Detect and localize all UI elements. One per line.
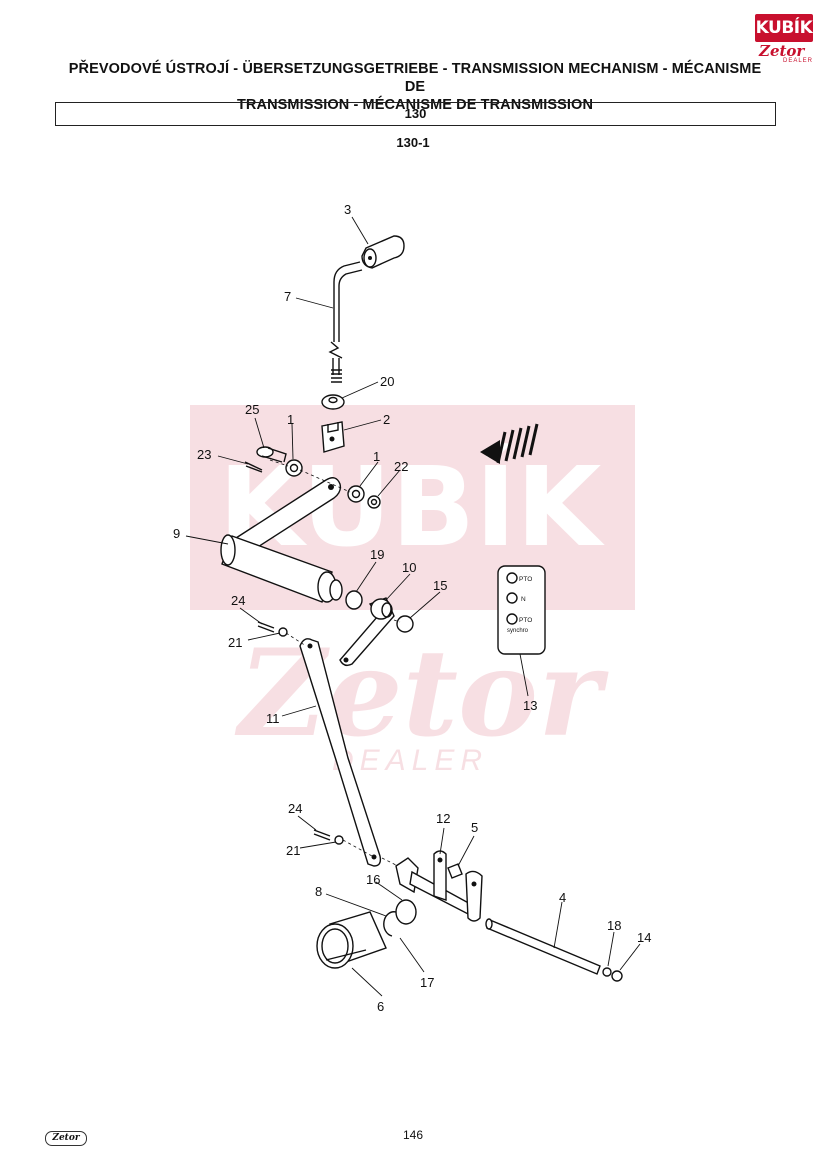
direction-arrow-icon xyxy=(480,423,539,464)
title-line-2: TRANSMISSION - MÉCANISME DE TRANSMISSION xyxy=(236,97,594,113)
kubik-logo-text: KUBÍK xyxy=(755,18,813,38)
callout-25: 25 xyxy=(245,402,259,417)
part-7-lever xyxy=(328,261,363,383)
part-18-washer xyxy=(602,967,612,977)
part-22-washer xyxy=(367,495,381,509)
callout-8: 8 xyxy=(315,884,322,899)
callout-21b: 21 xyxy=(286,843,300,858)
part-3-knob xyxy=(361,235,405,269)
part-25-pin xyxy=(256,446,287,463)
part-6-sleeve xyxy=(316,911,387,969)
callout-leaders xyxy=(185,216,641,997)
callout-17: 17 xyxy=(420,975,434,990)
part-1-bushing-right xyxy=(347,485,365,503)
callout-20: 20 xyxy=(380,374,394,389)
plate-pto-label: PTO xyxy=(519,576,532,583)
callout-1b: 1 xyxy=(373,449,380,464)
plate-pto2-label: PTO xyxy=(519,617,532,624)
page-title: PŘEVODOVÉ ÚSTROJÍ - ÜBERSETZUNGSGETRIEBE… xyxy=(60,60,770,114)
callout-23: 23 xyxy=(197,447,211,462)
callout-15: 15 xyxy=(433,578,447,593)
part-9-shaft-arm xyxy=(220,477,343,603)
page-number: 146 xyxy=(402,1128,424,1142)
part-24-cotter-lower xyxy=(313,829,331,841)
watermark-dealer-text: DEALER xyxy=(332,744,488,777)
kubik-logo-box xyxy=(755,14,813,42)
part-8-circlip xyxy=(383,911,397,937)
watermark-zetor-text: Zetor xyxy=(235,623,609,764)
plate-synchro-label: synchro xyxy=(507,628,529,634)
callout-5: 5 xyxy=(471,820,478,835)
callout-6: 6 xyxy=(377,999,384,1014)
part-1-bushing-left xyxy=(285,459,303,477)
part-13-indicator-plate: PTO N PTO synchro xyxy=(497,565,546,655)
callout-2: 2 xyxy=(383,412,390,427)
callout-10: 10 xyxy=(402,560,416,575)
callout-11: 11 xyxy=(266,711,280,726)
part-20-nut xyxy=(321,394,345,410)
part-12-fork-lever xyxy=(395,850,483,922)
part-19-ring xyxy=(345,590,363,610)
assembly-dash-lines xyxy=(269,459,401,867)
part-2-clevis xyxy=(321,421,345,453)
dealer-watermark: KUBÍK Zetor DEALER xyxy=(190,405,635,777)
title-line-1: PŘEVODOVÉ ÚSTROJÍ - ÜBERSETZUNGSGETRIEBE… xyxy=(68,61,762,95)
watermark-kubik-text: KUBÍK xyxy=(219,442,605,571)
dealer-logo-text: DEALER xyxy=(783,58,814,64)
plate-n-label: N xyxy=(521,596,526,603)
callout-21a: 21 xyxy=(228,635,242,650)
callout-7: 7 xyxy=(284,289,291,304)
callout-24a: 24 xyxy=(231,593,245,608)
part-15-ring xyxy=(396,615,414,633)
callout-24b: 24 xyxy=(288,801,302,816)
callout-12: 12 xyxy=(436,811,450,826)
callout-14: 14 xyxy=(637,930,651,945)
section-number-box: 130 xyxy=(55,102,776,126)
part-21-washer-lower xyxy=(334,835,344,845)
part-16-ring xyxy=(395,899,417,925)
callout-22: 22 xyxy=(394,459,408,474)
callout-18: 18 xyxy=(607,918,621,933)
callout-4: 4 xyxy=(559,890,566,905)
kubik-zetor-logo: KUBÍK Zetor DEALER xyxy=(755,14,813,66)
figure-code: 130-1 xyxy=(396,135,430,150)
part-23-cotter-pin xyxy=(244,461,263,473)
footer-zetor-logo: Zetor xyxy=(45,1131,87,1146)
part-5-pin xyxy=(447,863,463,879)
callout-1a: 1 xyxy=(287,412,294,427)
zetor-logo-text: Zetor xyxy=(759,42,805,60)
part-10-lever-arm xyxy=(339,597,395,667)
callout-13: 13 xyxy=(523,698,537,713)
part-11-link-rod xyxy=(299,638,382,867)
callout-3: 3 xyxy=(344,202,351,217)
callout-labels: 3 7 20 2 25 1 23 1 22 9 19 10 15 24 21 1… xyxy=(173,202,651,1014)
part-21-washer-upper xyxy=(278,627,288,637)
callout-9: 9 xyxy=(173,526,180,541)
callout-16: 16 xyxy=(366,872,380,887)
callout-19: 19 xyxy=(370,547,384,562)
part-14-ring xyxy=(611,970,623,982)
part-4-shaft xyxy=(485,918,601,975)
